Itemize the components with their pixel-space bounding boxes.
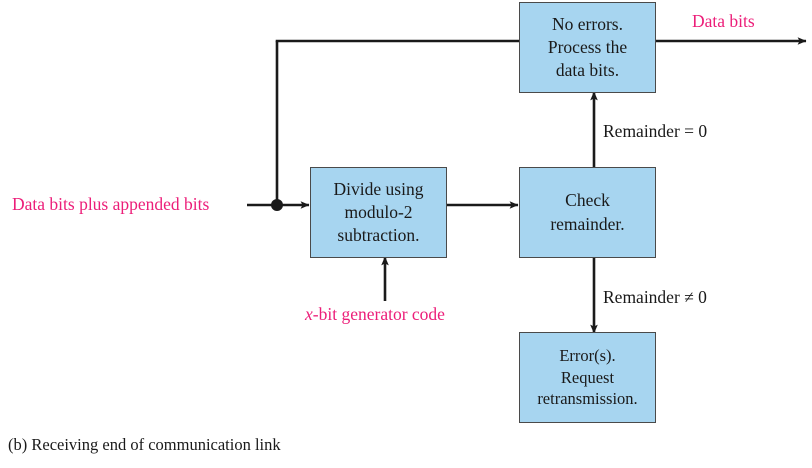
box-errors-line-1: Error(s).: [559, 345, 616, 365]
label-remainder-not-zero: Remainder ≠ 0: [603, 287, 707, 307]
box-errors-line-3: retransmission.: [537, 389, 638, 409]
box-no-errors-line-2: Process the: [547, 36, 628, 57]
box-divide[interactable]: Divide using modulo-2 subtraction.: [310, 167, 447, 258]
label-generator-code-var: x: [305, 304, 313, 324]
label-input-data-bits: Data bits plus appended bits: [12, 194, 210, 214]
label-remainder-equals-zero: Remainder = 0: [603, 121, 708, 141]
box-check-remainder[interactable]: Check remainder.: [519, 167, 656, 258]
box-check-line-1: Check: [565, 190, 610, 211]
box-errors-line-2: Request: [560, 367, 615, 387]
box-no-errors[interactable]: No errors. Process the data bits.: [519, 2, 656, 93]
box-divide-line-2: modulo-2: [344, 201, 413, 222]
label-generator-code: x-bit generator code: [305, 304, 445, 324]
box-divide-line-1: Divide using: [333, 178, 424, 199]
box-check-line-2: remainder.: [550, 213, 625, 234]
box-no-errors-line-1: No errors.: [552, 13, 623, 34]
box-errors[interactable]: Error(s). Request retransmission.: [519, 332, 656, 423]
label-generator-code-rest: -bit generator code: [312, 304, 445, 324]
label-output-data-bits: Data bits: [692, 11, 755, 31]
figure-caption: (b) Receiving end of communication link: [8, 435, 281, 454]
junction-dot: [271, 199, 283, 211]
box-divide-line-3: subtraction.: [337, 225, 420, 246]
box-no-errors-line-3: data bits.: [555, 60, 620, 81]
